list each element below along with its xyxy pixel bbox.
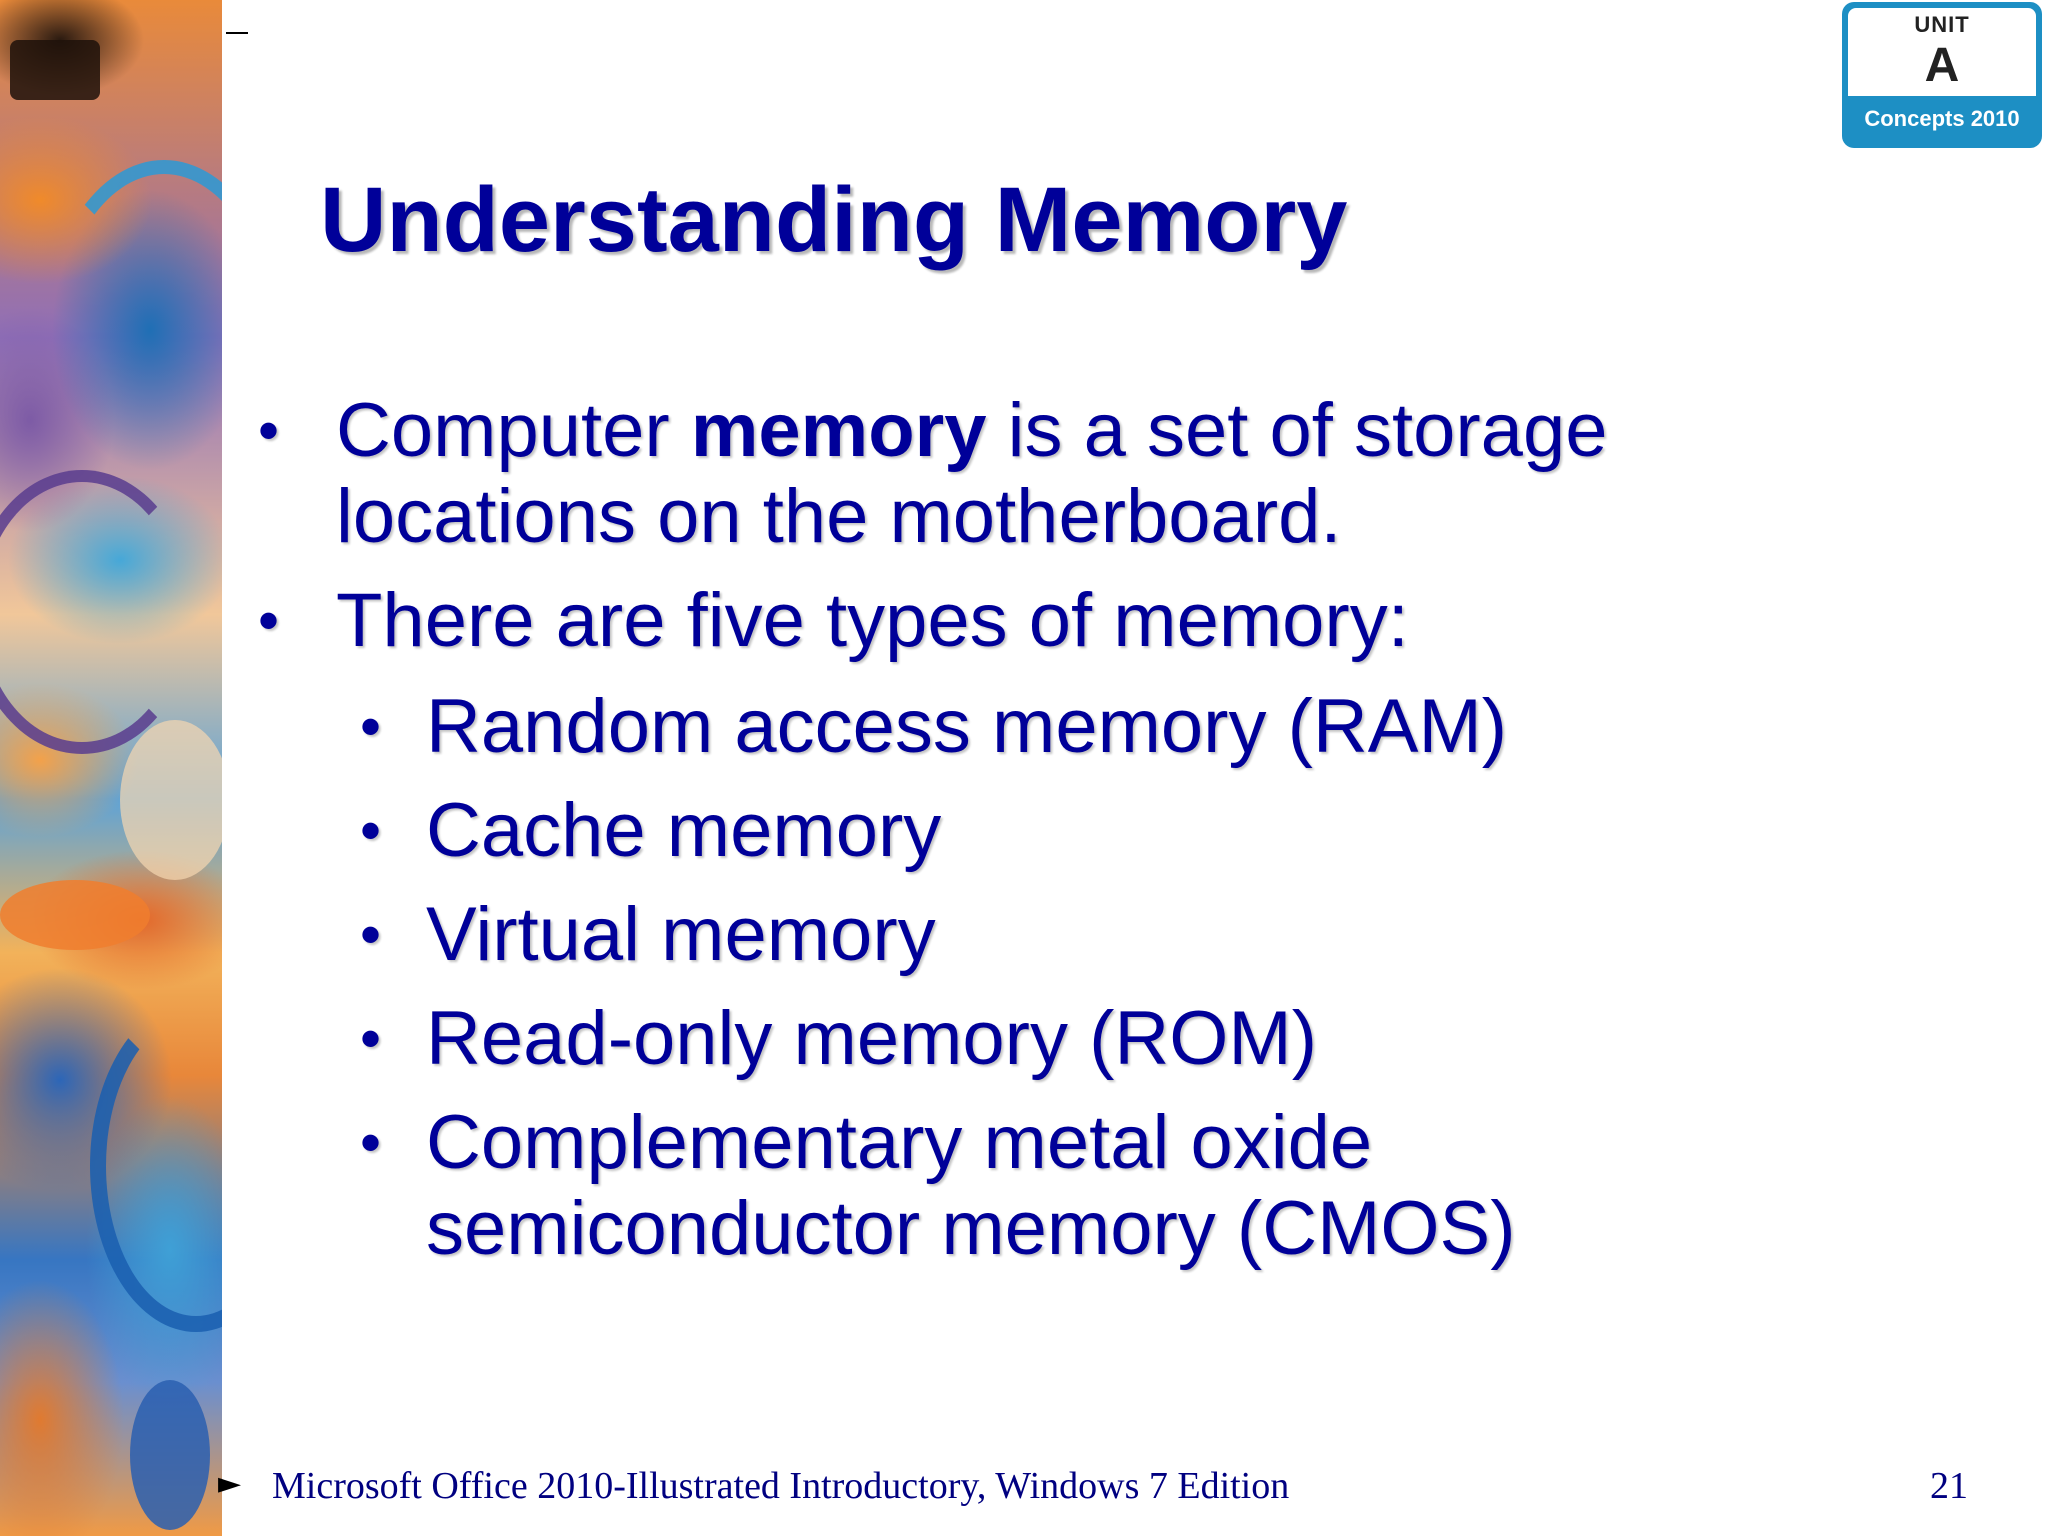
footer-arrow-icon: ► (218, 1466, 242, 1501)
badge-unit-label: UNIT (1914, 12, 1970, 37)
sub-bullet-rom: Read-only memory (ROM) (426, 996, 1318, 1081)
bullet-1-line-2: locations on the motherboard. (336, 474, 1342, 559)
sub-bullet-dot: • (360, 901, 382, 968)
bullet-dot: • (258, 587, 280, 654)
bullet-2: There are five types of memory: (336, 578, 1409, 663)
sub-bullet-ram: Random access memory (RAM) (426, 684, 1508, 769)
badge-subtitle: Concepts 2010 (1864, 106, 2020, 131)
top-dash (226, 32, 248, 34)
sub-bullet-dot: • (360, 693, 382, 760)
bullet-1-pre: Computer (336, 388, 691, 473)
sub-bullet-dot: • (360, 1109, 382, 1176)
bullet-1-bold-term: memory (690, 388, 987, 473)
decorative-painting (0, 0, 222, 1536)
bullet-1-post: is a set of storage (986, 388, 1608, 473)
badge-unit-letter: A (1924, 39, 1960, 92)
sub-bullet-cache: Cache memory (426, 788, 942, 873)
sub-bullet-dot: • (360, 1005, 382, 1072)
sub-bullet-virtual: Virtual memory (426, 892, 936, 977)
sub-bullet-cmos-line-2: semiconductor memory (CMOS) (426, 1186, 1516, 1271)
sub-bullet-cmos-line-1: Complementary metal oxide (426, 1100, 1373, 1185)
bullet-1-line-1: Computer memory is a set of storage (336, 388, 1608, 474)
unit-badge: UNIT A Concepts 2010 (1842, 2, 2042, 148)
page-number: 21 (1930, 1465, 1968, 1507)
footer-text: Microsoft Office 2010-Illustrated Introd… (272, 1465, 1290, 1507)
sub-bullet-dot: • (360, 797, 382, 864)
slide-title: Understanding Memory (320, 169, 1348, 271)
bullet-dot: • (258, 397, 280, 464)
